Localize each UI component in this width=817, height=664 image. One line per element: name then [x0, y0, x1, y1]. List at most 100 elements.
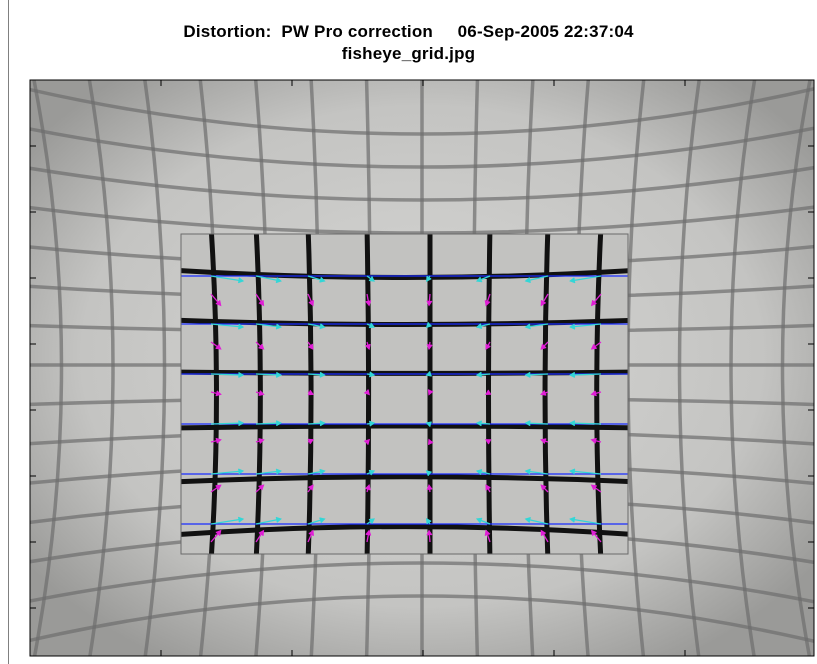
axes-frame: [29, 79, 815, 657]
arrowhead-icon: [307, 438, 315, 445]
arrowhead-icon: [215, 437, 222, 444]
arrowhead-icon: [569, 277, 576, 284]
dark-horizontal-line: [181, 423, 628, 431]
arrowhead-icon: [475, 420, 483, 427]
arrowhead-icon: [590, 484, 597, 491]
arrowhead-icon: [307, 389, 315, 396]
arrowhead-icon: [426, 343, 433, 351]
arrowhead-icon: [475, 323, 483, 329]
distortion-vector: [210, 470, 243, 475]
arrowhead-icon: [237, 516, 245, 523]
dark-horizontal-line: [181, 369, 628, 376]
arrowhead-icon: [569, 516, 576, 523]
arrowhead-icon: [540, 438, 547, 444]
arrowhead-icon: [426, 300, 433, 307]
arrowhead-icon: [484, 439, 492, 445]
fisheye-vertical-line: [780, 80, 812, 656]
arrowhead-icon: [590, 437, 597, 444]
arrowhead-icon: [258, 484, 265, 491]
arrowhead-icon: [275, 277, 282, 284]
arrowhead-icon: [540, 529, 547, 536]
arrowhead-icon: [308, 300, 314, 307]
arrowhead-icon: [275, 371, 282, 378]
arrowhead-icon: [427, 389, 434, 396]
distortion-vector: [570, 470, 602, 475]
fisheye-horizontal-line: [30, 165, 814, 202]
arrowhead-icon: [485, 484, 491, 491]
arrowhead-icon: [319, 371, 326, 378]
arrowhead-icon: [426, 517, 432, 525]
arrowhead-icon: [590, 390, 597, 397]
arrowhead-icon: [425, 322, 432, 328]
arrowhead-icon: [238, 420, 245, 427]
arrowhead-icon: [569, 323, 576, 330]
arrowhead-icon: [364, 389, 370, 396]
horizontal-distortion-vectors: [210, 275, 602, 525]
arrowhead-icon: [258, 343, 265, 350]
arrowhead-icon: [524, 517, 531, 523]
dark-horizontal-line: [181, 268, 628, 280]
crop-panel: [181, 234, 628, 554]
arrowhead-icon: [484, 529, 491, 536]
distortion-vector: [210, 518, 243, 525]
dark-horizontal-line: [181, 474, 628, 485]
arrowhead-icon: [319, 323, 326, 330]
fisheye-vertical-line: [87, 80, 115, 656]
arrowhead-icon: [215, 529, 222, 536]
arrowhead-icon: [237, 468, 245, 475]
arrowhead-icon: [319, 420, 326, 427]
figure-title-line-1: Distortion: PW Pro correction 06-Sep-200…: [183, 22, 634, 41]
fisheye-vertical-line: [729, 80, 757, 656]
arrowhead-icon: [425, 470, 432, 476]
arrowhead-icon: [426, 529, 433, 536]
arrowhead-icon: [238, 371, 245, 378]
arrowhead-icon: [524, 277, 531, 283]
arrowhead-icon: [215, 484, 222, 491]
fisheye-horizontal-line: [30, 86, 814, 136]
arrowhead-icon: [484, 300, 491, 307]
arrowhead-icon: [364, 438, 371, 445]
arrowhead-icon: [368, 518, 375, 524]
fisheye-horizontal-line: [30, 561, 814, 604]
arrowhead-icon: [258, 529, 265, 536]
arrowhead-icon: [275, 516, 282, 523]
image-axes: [29, 79, 815, 657]
arrowhead-icon: [258, 438, 265, 444]
arrowhead-icon: [258, 300, 265, 307]
distortion-vector: [570, 323, 602, 328]
arrowhead-icon: [308, 343, 314, 350]
cropped-region: [181, 234, 628, 554]
distortion-vector: [570, 275, 602, 282]
vertical-distortion-vectors: [210, 293, 602, 543]
arrowhead-icon: [275, 420, 282, 427]
arrowhead-icon: [215, 300, 222, 307]
crop-panel-border: [180, 233, 629, 555]
arrowhead-icon: [524, 468, 531, 475]
fisheye-vertical-line: [32, 80, 64, 656]
arrowhead-icon: [237, 323, 245, 330]
arrowhead-icon: [368, 420, 376, 427]
arrowhead-icon: [569, 420, 576, 427]
arrowhead-icon: [368, 371, 376, 378]
arrowhead-icon: [426, 275, 432, 283]
arrowhead-icon: [540, 300, 547, 307]
fisheye-horizontal-line: [30, 594, 814, 644]
fisheye-horizontal-line: [30, 205, 814, 235]
arrowhead-icon: [275, 323, 282, 330]
dark-horizontal-line: [181, 524, 628, 537]
arrowhead-icon: [368, 469, 376, 476]
arrowhead-icon: [590, 344, 597, 350]
fisheye-horizontal-line: [30, 126, 814, 169]
arrowhead-icon: [308, 529, 314, 536]
arrowhead-icon: [426, 483, 433, 491]
distortion-vector: [570, 422, 602, 425]
axes-ticks: [29, 80, 814, 656]
arrowhead-icon: [590, 300, 597, 307]
distortion-vector: [210, 323, 243, 328]
arrowhead-icon: [524, 323, 531, 330]
arrowhead-icon: [215, 390, 222, 397]
arrowhead-icon: [365, 484, 371, 491]
fisheye-vertical-line: [677, 80, 701, 656]
fisheye-vertical-line: [143, 80, 167, 656]
